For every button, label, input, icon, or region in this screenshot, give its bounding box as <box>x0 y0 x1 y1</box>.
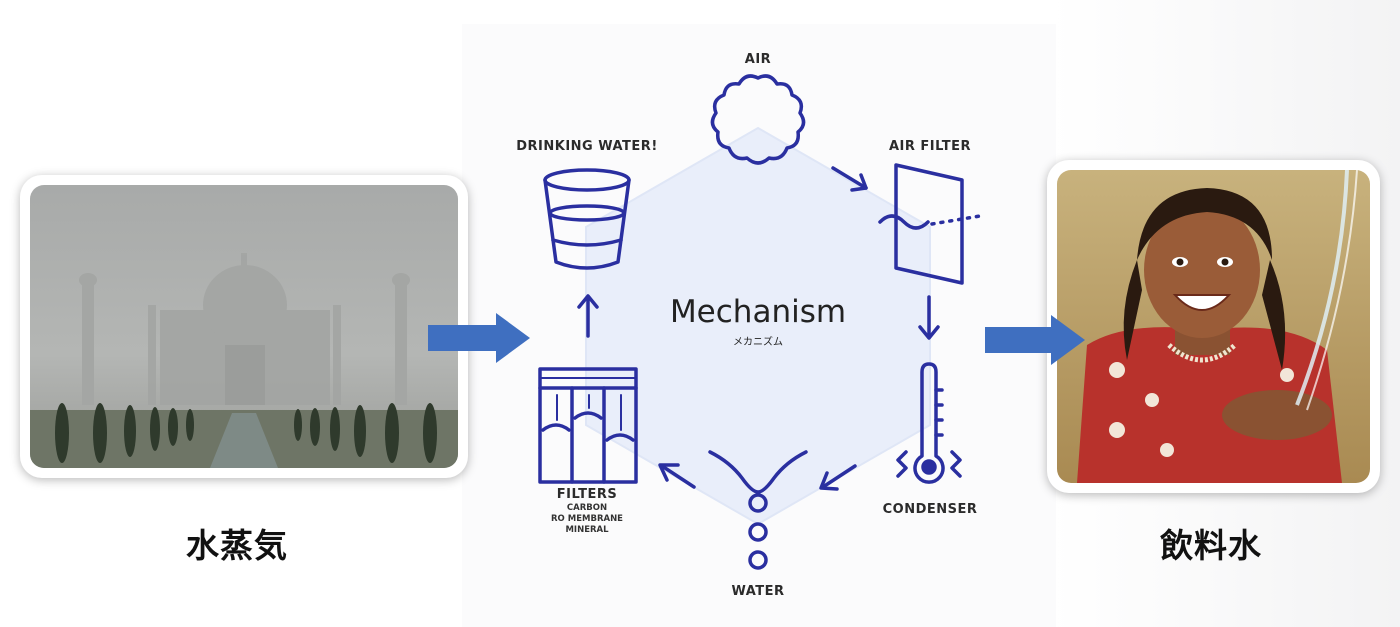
stage-label-filters: FILTERS <box>556 487 618 502</box>
filter-type-ro-membrane: RO MEMBRANE <box>551 514 623 524</box>
water-icon <box>708 450 808 570</box>
drinking-glass-icon <box>543 168 631 270</box>
stage-label-air: AIR <box>744 52 772 67</box>
air-icon <box>710 74 806 165</box>
filter-type-carbon: CARBON <box>566 503 608 513</box>
cycle-arrow-2 <box>918 295 940 340</box>
filters-icon <box>538 367 638 484</box>
condenser-icon <box>896 362 962 484</box>
stage-label-air-filter: AIR FILTER <box>888 139 972 154</box>
stage-label-water: WATER <box>731 584 785 599</box>
flow-arrow-left <box>428 313 530 363</box>
cycle-arrow-1 <box>831 166 868 192</box>
water-vapor-photo <box>20 175 468 478</box>
flow-arrow-right <box>985 315 1085 365</box>
cycle-arrow-4 <box>658 463 696 489</box>
stage-label-condenser: CONDENSER <box>882 502 978 517</box>
caption-water-vapor: 水蒸気 <box>186 526 288 565</box>
cycle-arrow-5 <box>577 294 599 338</box>
mechanism-subtitle: メカニズム <box>733 337 783 348</box>
mechanism-title: Mechanism <box>669 294 847 330</box>
drinking-water-photo <box>1047 160 1380 493</box>
caption-drinking-water: 飲料水 <box>1160 526 1262 565</box>
air-filter-icon <box>878 163 982 285</box>
filter-type-mineral: MINERAL <box>565 525 609 535</box>
cycle-arrow-3 <box>819 464 857 491</box>
stage-label-drinking-water: DRINKING WATER! <box>516 139 658 154</box>
